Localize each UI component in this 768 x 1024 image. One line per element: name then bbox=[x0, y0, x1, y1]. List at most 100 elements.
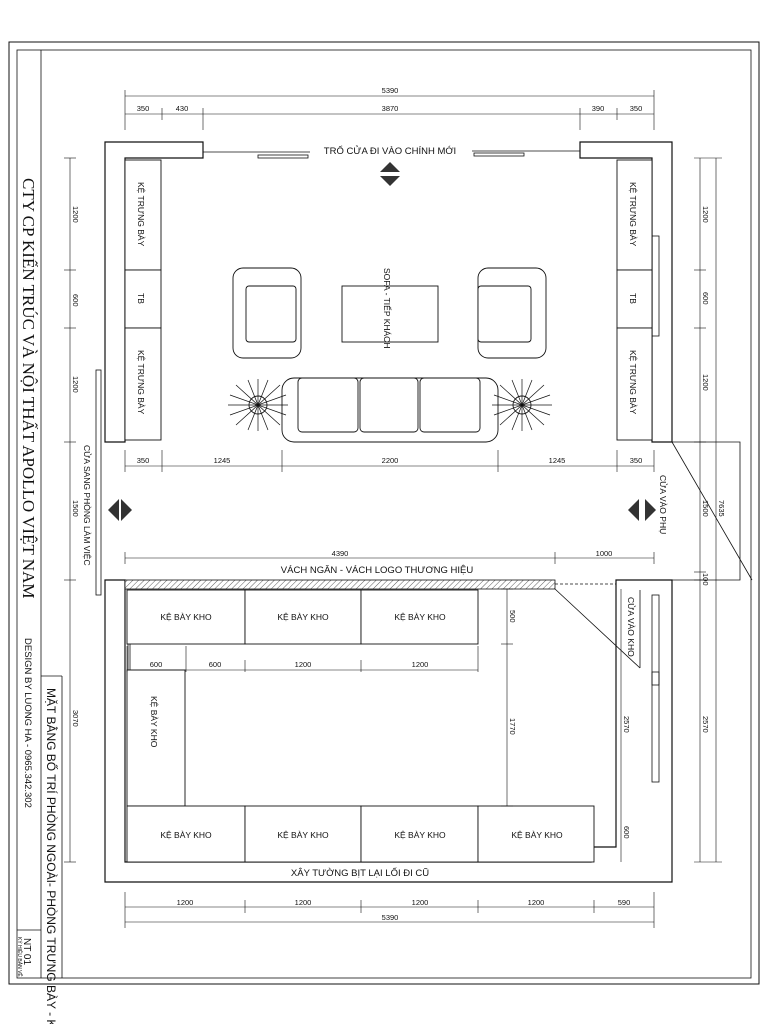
main-door-leaf-right bbox=[473, 152, 525, 157]
dim-right-5: 100 bbox=[701, 573, 710, 586]
label-old-wall: XÂY TƯỜNG BỊT LẠI LỐI ĐI CŨ bbox=[291, 867, 429, 879]
main-door-leaf-left bbox=[257, 154, 309, 159]
dim-mid-1: 350 bbox=[137, 456, 150, 465]
dim-ticks-store-cols bbox=[126, 646, 479, 672]
dim-store-v-1: 500 bbox=[508, 610, 517, 623]
label-store-shelf-bottom-2: KỆ BÀY KHO bbox=[277, 830, 329, 840]
dim-partition-len: 4390 bbox=[332, 549, 349, 558]
plant-right bbox=[492, 379, 552, 431]
tb-right bbox=[616, 269, 653, 329]
store-shelf-top-3 bbox=[360, 589, 479, 645]
label-door-side: CỬA VÀO PHỤ bbox=[658, 475, 669, 534]
plant-left bbox=[228, 379, 288, 431]
arrow-right-door-left bbox=[628, 499, 639, 521]
dim-right-1: 1200 bbox=[701, 206, 710, 223]
dim-partition-door: 1000 bbox=[596, 549, 613, 558]
label-door-store: CỬA VÀO KHO bbox=[626, 597, 637, 657]
arrow-left-door-right bbox=[121, 499, 132, 521]
dim-top-total: 5390 bbox=[382, 86, 399, 95]
label-store-shelf-bottom-3: KỆ BÀY KHO bbox=[394, 830, 446, 840]
dim-ticks-right bbox=[694, 157, 722, 863]
dim-bottom-1: 1200 bbox=[177, 898, 194, 907]
shelf-display-right-2 bbox=[616, 327, 653, 441]
dim-store-v-3: 600 bbox=[622, 826, 631, 839]
dim-right-overall: 7635 bbox=[717, 500, 726, 517]
arrow-left-door-left bbox=[108, 499, 119, 521]
arrow-right-door-right bbox=[645, 499, 656, 521]
sheet-title: MẶT BẰNG BỐ TRÍ PHÒNG NGOÀI- PHÒNG TRƯNG… bbox=[44, 688, 59, 1024]
store-shelf-bottom-1 bbox=[126, 805, 246, 863]
shelf-display-left-2 bbox=[124, 327, 162, 441]
sheet-border-inner bbox=[16, 49, 752, 979]
dim-right-4: 1500 bbox=[701, 500, 710, 517]
dim-bottom-3: 1200 bbox=[412, 898, 429, 907]
arrow-main-door-down bbox=[380, 176, 400, 186]
sheet-label: KÝ HIỆU BẢN VẼ bbox=[16, 937, 24, 977]
label-shelf-right-2: KỆ TRƯNG BÀY bbox=[628, 350, 638, 415]
dim-store-col-3: 1200 bbox=[295, 660, 312, 669]
dim-ticks-mid bbox=[124, 450, 655, 472]
store-shelf-bottom-4 bbox=[477, 805, 595, 863]
dim-right-3: 1200 bbox=[701, 374, 710, 391]
store-right-window-2 bbox=[651, 671, 660, 783]
left-door-leaf bbox=[95, 369, 102, 596]
store-door-swing-diag bbox=[554, 588, 641, 669]
label-shelf-left-1: KỆ TRƯNG BÀY bbox=[136, 182, 146, 247]
dim-bottom-total: 5390 bbox=[382, 913, 399, 922]
dim-ticks-bottom bbox=[124, 892, 655, 928]
dim-left-3: 1200 bbox=[71, 376, 80, 393]
label-store-shelf-top-1: KỆ BÀY KHO bbox=[160, 612, 212, 622]
label-tb-left: TB bbox=[136, 293, 146, 304]
label-shelf-left-2: KỆ TRƯNG BÀY bbox=[136, 350, 146, 415]
dim-ticks-left bbox=[64, 157, 76, 863]
right-door-swing-diag bbox=[671, 441, 753, 581]
tb-left bbox=[124, 269, 162, 329]
label-tb-right: TB bbox=[628, 293, 638, 304]
sofa-3-seat bbox=[281, 377, 499, 443]
dim-bottom-2: 1200 bbox=[295, 898, 312, 907]
dim-top-5: 350 bbox=[630, 104, 643, 113]
dim-top-2: 430 bbox=[176, 104, 189, 113]
dim-left-5: 3070 bbox=[71, 710, 80, 727]
label-main-door: TRỔ CỬA ĐI VÀO CHÍNH MỚI bbox=[324, 145, 456, 157]
dim-ticks-store-v bbox=[501, 588, 513, 807]
partition-wall bbox=[124, 579, 556, 590]
dim-store-col-2: 600 bbox=[209, 660, 222, 669]
arrow-main-door-up bbox=[380, 162, 400, 172]
armchair-right bbox=[477, 267, 547, 359]
dim-left-1: 1200 bbox=[71, 206, 80, 223]
dim-mid-4: 1245 bbox=[549, 456, 566, 465]
label-store-shelf-bottom-1: KỆ BÀY KHO bbox=[160, 830, 212, 840]
dim-right-inner: 2570 bbox=[622, 716, 631, 733]
dim-top-4: 390 bbox=[592, 104, 605, 113]
wall-top-right bbox=[579, 141, 673, 443]
dim-ticks-top bbox=[124, 90, 655, 130]
armchair-left bbox=[232, 267, 302, 359]
company-name: CTY CP KIẾN TRÚC VÀ NỘI THẤT APOLLO VIỆT… bbox=[19, 178, 38, 598]
dim-mid-3: 2200 bbox=[382, 456, 399, 465]
designer-credit: DESIGN BY LUONG HA - 0965.342.302 bbox=[22, 638, 33, 808]
dim-top-3: 3870 bbox=[382, 104, 399, 113]
label-store-shelf-side: KỆ BÀY KHO bbox=[149, 696, 159, 748]
wall-store bbox=[104, 579, 673, 883]
dim-left-2: 600 bbox=[71, 294, 80, 307]
label-partition: VÁCH NGĂN - VÁCH LOGO THƯƠNG HIỆU bbox=[281, 565, 474, 576]
store-right-window-1 bbox=[651, 594, 660, 686]
label-door-work: CỬA SANG PHÒNG LÀM VIỆC bbox=[82, 445, 93, 566]
shelf-display-right-1 bbox=[616, 159, 653, 271]
store-shelf-top-2 bbox=[244, 589, 362, 645]
dim-store-v-2: 1770 bbox=[508, 718, 517, 735]
dim-mid-2: 1245 bbox=[214, 456, 231, 465]
dim-bottom-4: 1200 bbox=[528, 898, 545, 907]
dim-ticks-partition bbox=[124, 552, 655, 564]
dim-store-col-1: 600 bbox=[150, 660, 163, 669]
label-store-shelf-bottom-4: KỆ BÀY KHO bbox=[511, 830, 563, 840]
sheet-border-outer bbox=[8, 41, 760, 985]
dim-mid-5: 350 bbox=[630, 456, 643, 465]
store-shelf-top-1 bbox=[126, 589, 246, 645]
dim-right-6: 2570 bbox=[701, 716, 710, 733]
store-shelf-bottom-2 bbox=[244, 805, 362, 863]
dim-right-2: 600 bbox=[701, 292, 710, 305]
store-shelf-bottom-3 bbox=[360, 805, 479, 863]
